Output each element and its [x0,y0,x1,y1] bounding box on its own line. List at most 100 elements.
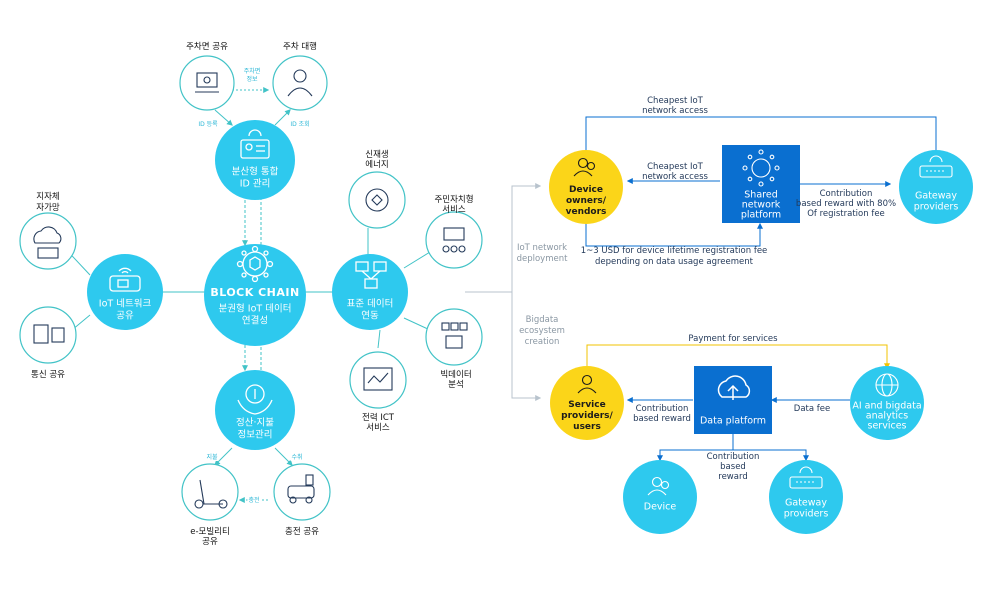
parking-sensor-icon [195,72,219,93]
label-iot-deploy-2: deployment [516,254,568,264]
reward-bottom-2: based [720,462,746,472]
contrib-1: Contribution [819,189,873,199]
id-hub-line1: 분산형 통합 [231,166,279,178]
gateway-bottom-line2: providers [783,508,829,520]
cloud-server-icon [33,226,62,259]
fee-line-2: depending on data usage agreement [595,257,753,267]
service-line1: Service [568,399,606,410]
blockchain-title: BLOCK CHAIN [210,286,300,299]
label-emobility-2: 공유 [202,537,218,547]
bigdata-analytics-icon [441,322,468,349]
valet-person-icon [287,69,313,97]
label-power-1: 전력 ICT [362,413,394,423]
ai-line1: AI and bigdata [852,400,922,412]
reward-left-2: based reward [633,414,691,424]
label-parking-info-2: 정보 [245,76,259,83]
label-parking-share: 주차면 공유 [186,42,228,52]
settle-hub-line2: 정보관리 [237,429,273,441]
label-id-lookup: ID 조회 [289,121,311,128]
device-label: Device [643,501,677,513]
scooter-icon [194,479,228,509]
blockchain-icon [236,245,274,283]
cheapest-top-1: Cheapest IoT [647,96,703,106]
label-id-register: ID 등록 [197,121,219,128]
cheapest-mid-1: Cheapest IoT [647,162,703,172]
label-charge-share: 충전 공유 [285,527,319,537]
label-local-gov-2: 자가망 [36,203,60,213]
ai-globe-icon [875,373,899,397]
power-meter-icon [363,367,393,391]
ai-bigdata-node [850,366,924,440]
device-owners-line1: Device [569,184,603,195]
ai-line3: services [867,420,907,432]
cloud-upload-icon [717,375,751,400]
network-devices-icon [33,324,65,344]
label-local-gov-1: 지자체 [36,192,60,202]
reward-bottom-3: reward [718,472,748,482]
shared-line3: platform [740,209,782,221]
blockchain-line1: 분권형 IoT 데이터 [218,303,292,315]
label-bigdata-1: 빅데이터 [440,370,472,380]
shared-line2: network [741,199,781,211]
gateway-top-line2: providers [913,201,959,213]
blockchain-line2: 연결성 [241,315,269,327]
service-providers-node [550,366,624,440]
device-owners-node [549,150,623,224]
network-globe-icon [742,149,780,187]
cheapest-top-2: network access [642,106,708,116]
label-renewable-2: 에너지 [365,160,389,170]
top-right-connectors [585,116,937,247]
reward-left-1: Contribution [635,404,689,414]
std-hub-line2: 연동 [361,310,379,322]
label-bigdata-eco-1: Bigdata [525,315,559,325]
label-emobility-1: e-모빌리티 [190,527,230,537]
label-resident-2: 서비스 [442,205,466,215]
device-owners-line3: vendors [565,206,607,217]
label-resident-1: 주민자치형 [434,195,474,205]
left-hubs [87,120,408,450]
fee-line-1: 1~3 USD for device lifetime registration… [580,246,768,256]
iot-hub-line1: IoT 네트워크 [98,298,152,310]
iot-hub-line2: 공유 [116,310,134,322]
coin-hands-icon [237,384,273,415]
phone-wifi-icon [109,267,141,292]
label-parking-info-1: 주차면 [242,68,262,75]
label-iot-deploy-1: IoT network [516,243,568,253]
gateway-bottom-line1: Gateway [785,497,827,509]
contrib-3: Of registration fee [807,209,885,219]
gateway-providers-node-bottom [769,460,843,534]
recycle-energy-icon [365,188,389,212]
community-icon [442,227,466,253]
payment-label: Payment for services [688,334,778,344]
gateway-router-icon-bottom [789,466,823,489]
data-fee-label: Data fee [793,404,831,414]
service-line3: users [573,421,601,432]
bottom-right-connectors [586,344,890,462]
settle-hub-line1: 정산·지불 [236,417,274,429]
gateway-providers-node-top [899,150,973,224]
data-platform-label: Data platform [699,415,767,427]
label-renewable-1: 신재생 [365,150,389,160]
gateway-top-line1: Gateway [915,190,957,202]
device-person-icon [647,476,670,496]
folders-icon [355,261,387,289]
ev-charging-icon [287,474,315,504]
middle-connectors [465,183,542,401]
label-bigdata-eco-2: ecosystem [519,326,565,336]
label-bigdata-2: 분석 [448,380,464,390]
label-telecom-share: 통신 공유 [31,370,65,380]
label-bigdata-eco-3: creation [524,337,560,347]
cheapest-mid-2: network access [642,172,708,182]
id-hub-line2: ID 관리 [239,178,271,190]
ai-line2: analytics [865,410,909,422]
label-receive: 수취 [290,454,304,461]
reward-bottom-1: Contribution [706,452,760,462]
contrib-2: based reward with 80% [795,199,897,209]
device-node [623,460,697,534]
device-owners-line2: owners/ [565,195,607,206]
gateway-router-icon-top [919,155,953,178]
shared-line1: Shared [744,189,778,201]
id-card-icon [240,129,270,159]
label-charge: 충전 [247,497,261,504]
